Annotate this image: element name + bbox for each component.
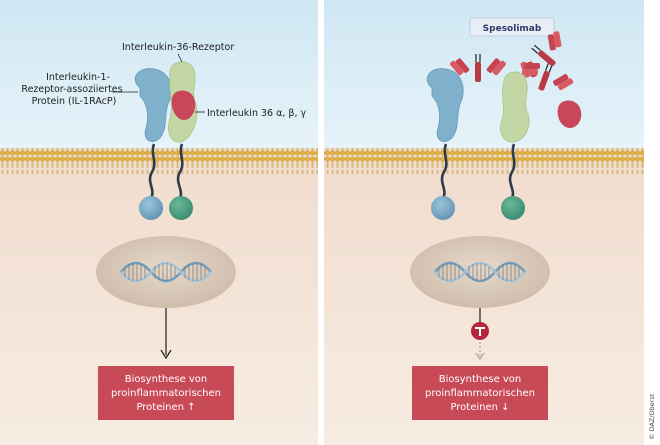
label-il36-receptor: Interleukin-36-Rezeptor bbox=[122, 42, 234, 53]
spesolimab-tag bbox=[469, 17, 555, 37]
il36-ligand-free bbox=[557, 100, 582, 128]
il36-ligand bbox=[171, 90, 196, 120]
il36-receptor-right bbox=[500, 71, 530, 220]
right-margin bbox=[644, 0, 660, 445]
right-panel: Spesolimab Biosynthese von bbox=[324, 0, 644, 445]
nucleus-left bbox=[96, 236, 236, 308]
result-right-line2: proinflammatorischen bbox=[425, 388, 535, 399]
result-left-line3: Proteinen ↑ bbox=[136, 402, 195, 413]
cell-membrane-left bbox=[0, 148, 318, 174]
il1racp-receptor-right bbox=[426, 68, 464, 220]
result-box-left bbox=[98, 366, 234, 420]
cell-membrane-right bbox=[324, 148, 644, 174]
result-left-line1: Biosynthese von bbox=[125, 374, 208, 385]
label-il1racp-line3: Protein (IL-1RAcP) bbox=[32, 96, 117, 107]
leader-il36-receptor bbox=[177, 53, 183, 63]
il1racp-receptor bbox=[134, 68, 172, 220]
label-il1racp-line2: Rezeptor-assoziiertes bbox=[21, 84, 122, 95]
credit-text: © DAZ/Oberst bbox=[648, 393, 656, 440]
result-right-line3: Proteinen ↓ bbox=[450, 402, 509, 413]
result-right-line1: Biosynthese von bbox=[439, 374, 522, 385]
arrow-head-left bbox=[160, 349, 172, 360]
label-il36-ligand: Interleukin 36 α, β, γ bbox=[207, 108, 306, 119]
label-il1racp-line1: Interleukin-1- bbox=[46, 72, 110, 83]
result-left-line2: proinflammatorischen bbox=[111, 388, 221, 399]
left-panel: Interleukin-36-Rezeptor Interleukin-1- R… bbox=[0, 0, 318, 445]
panel-divider bbox=[318, 0, 324, 445]
nucleus-right bbox=[410, 236, 550, 308]
arrow-head-right bbox=[475, 352, 485, 360]
spesolimab-label: Spesolimab bbox=[483, 24, 542, 34]
result-box-right bbox=[412, 366, 548, 420]
